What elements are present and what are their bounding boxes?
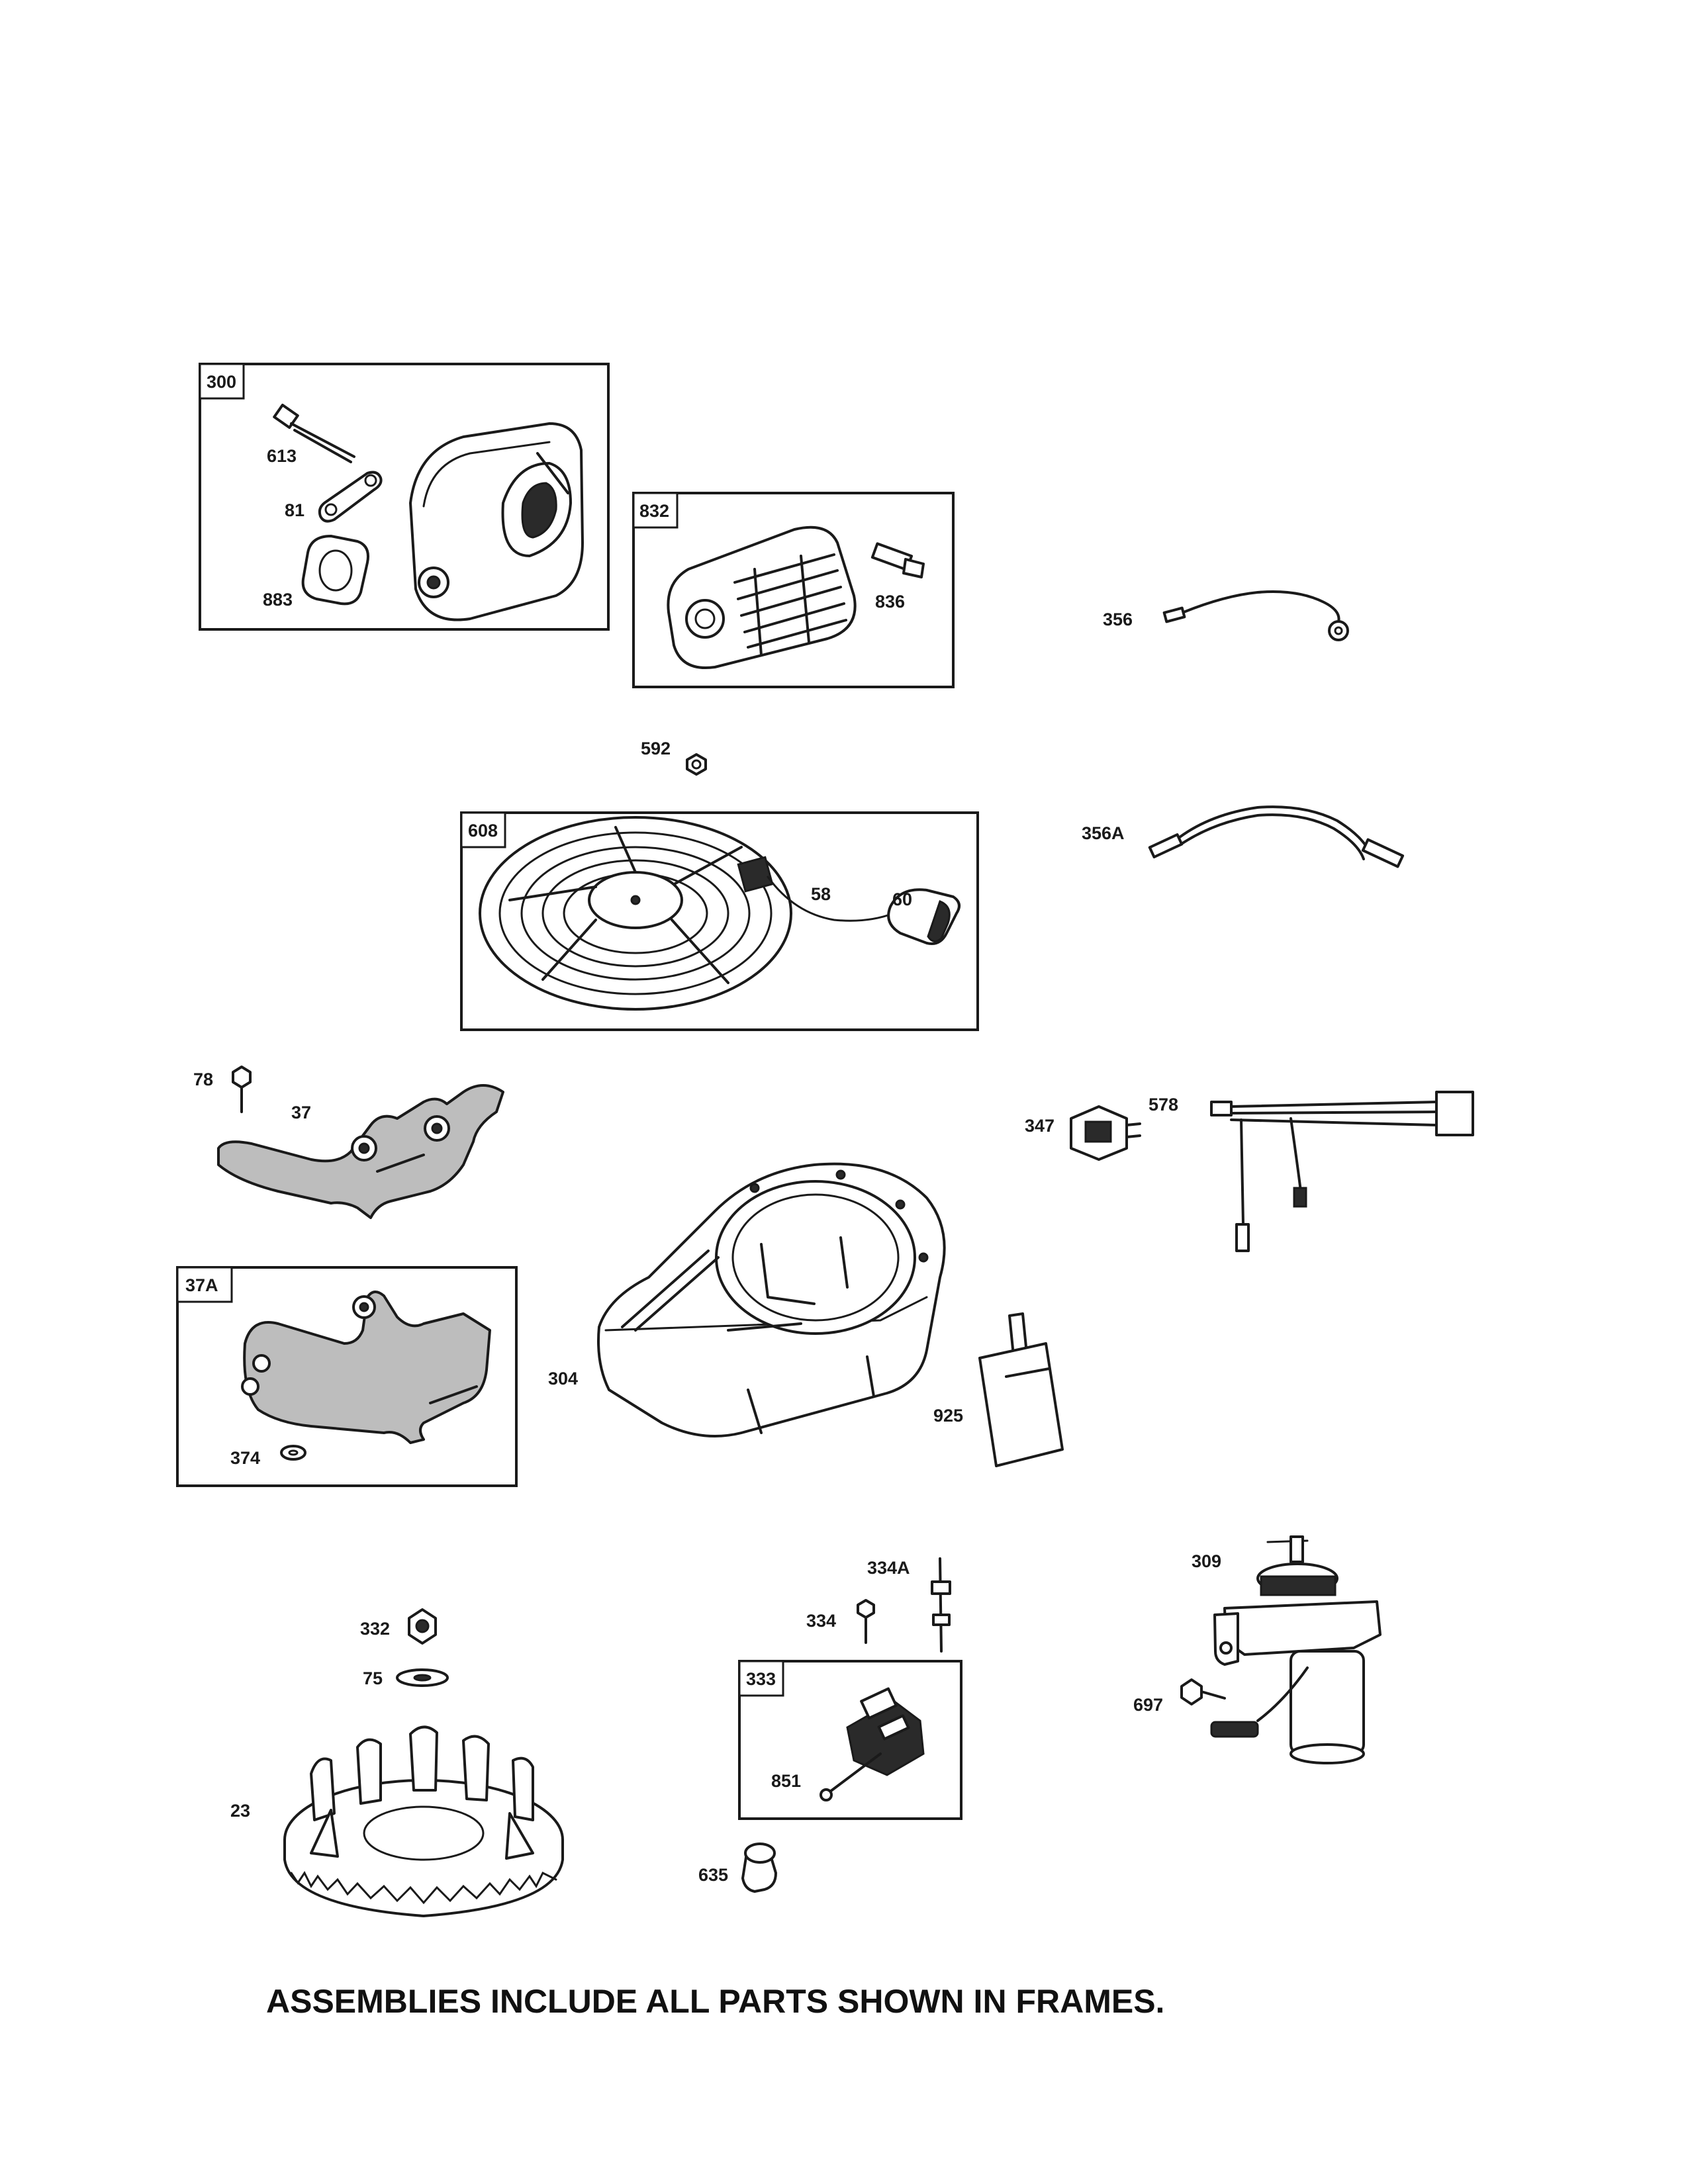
label-81: 81: [285, 500, 305, 520]
part-697-bolt: [1180, 1678, 1226, 1706]
part-635-spark-plug-boot: [741, 1843, 777, 1893]
part-356-ground-wire: [1162, 590, 1349, 641]
frame-300-border: [199, 363, 610, 631]
part-613-bolt: [273, 403, 355, 463]
label-925: 925: [933, 1406, 963, 1426]
part-347-switch: [1070, 1105, 1141, 1161]
label-37: 37: [291, 1103, 311, 1122]
frame-832-tag: [632, 492, 679, 529]
label-608: 608: [468, 821, 498, 841]
part-75-washer: [396, 1668, 449, 1687]
part-37A-baffle: [241, 1291, 491, 1444]
label-309: 309: [1192, 1551, 1221, 1571]
frame-608-rewind-starter-assembly: 608 58 60: [460, 811, 979, 1031]
frame-333-ignition-armature-assembly: 333 851: [738, 1660, 962, 1820]
label-347: 347: [1025, 1116, 1055, 1136]
label-58: 58: [811, 884, 831, 904]
label-356: 356: [1103, 610, 1133, 629]
part-578-wire-harness: [1210, 1091, 1474, 1252]
frame-608-tag: [460, 811, 506, 848]
label-836: 836: [875, 592, 905, 612]
label-334A: 334A: [867, 1558, 910, 1578]
label-334: 334: [806, 1611, 836, 1631]
frame-37A-tag: [176, 1266, 233, 1303]
part-37-cylinder-baffle: [217, 1084, 504, 1219]
frame-832-muffler-guard-assembly: 832 836: [632, 492, 955, 688]
label-697: 697: [1133, 1695, 1163, 1715]
label-333: 333: [746, 1669, 776, 1689]
part-883-gasket: [301, 535, 369, 606]
part-356A-wire-harness: [1148, 805, 1405, 868]
assemblies-footer-note: ASSEMBLIES INCLUDE ALL PARTS SHOWN IN FR…: [266, 1983, 1165, 2020]
part-60-starter-handle: [887, 888, 961, 945]
part-starter-housing: [479, 816, 792, 1011]
part-374-washer: [280, 1445, 306, 1461]
label-78: 78: [193, 1069, 213, 1089]
frame-608-border: [460, 811, 979, 1031]
part-78-bolt: [232, 1066, 252, 1113]
part-309-electric-starter: [1210, 1535, 1382, 1764]
label-356A: 356A: [1082, 823, 1125, 843]
label-635: 635: [698, 1865, 728, 1885]
part-304-blower-housing: [597, 1162, 946, 1437]
part-58-starter-rope: [767, 876, 895, 922]
frame-300-tag: [199, 363, 245, 400]
label-613: 613: [267, 446, 297, 466]
label-332: 332: [360, 1619, 390, 1639]
label-75: 75: [363, 1668, 383, 1688]
part-muffler-body: [409, 422, 584, 621]
part-592-nut: [686, 753, 707, 776]
label-60: 60: [892, 889, 912, 909]
part-334-screw: [857, 1599, 875, 1644]
label-578: 578: [1149, 1095, 1178, 1115]
label-851: 851: [771, 1771, 801, 1791]
part-armature: [820, 1687, 925, 1801]
part-925-guard: [978, 1312, 1064, 1467]
part-832-guard: [667, 525, 857, 669]
label-592: 592: [641, 739, 671, 758]
label-23: 23: [230, 1801, 250, 1821]
label-883: 883: [263, 590, 293, 610]
label-374: 374: [230, 1448, 260, 1468]
part-332-nut: [408, 1608, 437, 1645]
frame-37A-border: [176, 1266, 518, 1487]
label-832: 832: [639, 501, 669, 521]
part-23-flywheel: [283, 1725, 564, 1917]
label-37A: 37A: [185, 1275, 218, 1295]
part-334A-stud: [931, 1557, 951, 1653]
part-81-lock-plate: [318, 471, 383, 523]
frame-37A-baffle-assembly: 37A 374: [176, 1266, 518, 1487]
frame-333-tag: [738, 1660, 784, 1697]
part-836-screw: [870, 542, 925, 578]
frame-333-border: [738, 1660, 962, 1820]
label-300: 300: [207, 372, 236, 392]
frame-300-muffler-assembly: 300 613 81 883: [199, 363, 610, 631]
label-304: 304: [548, 1369, 578, 1388]
frame-832-border: [632, 492, 955, 688]
